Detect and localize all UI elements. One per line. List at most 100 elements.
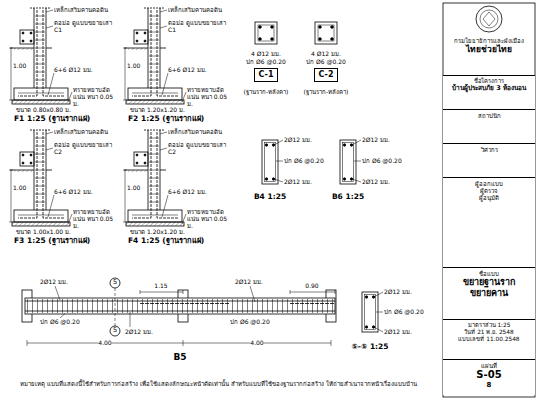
node-text: แผ่นที่ <box>446 362 532 369</box>
title-block-cell: สถาปนิก <box>443 109 535 143</box>
beam-b5-elevation-stroke <box>25 311 335 312</box>
drawing-label: ⑤-⑤ 1:25 <box>351 342 388 351</box>
column-sections-stroke <box>315 22 337 44</box>
drawing-label: F2 1:25 (ฐานรากแผ่) <box>128 114 204 123</box>
column-sections-stroke <box>258 25 274 41</box>
sheet-note: หมายเหตุ แบบที่แสดงนี้ใช้สำหรับการก่อสร้… <box>20 380 435 387</box>
node-text: วิศวกร <box>446 146 532 153</box>
node-text: S-05 <box>446 369 532 381</box>
drawing-label: 2Ø12 มม. <box>384 288 412 295</box>
drawing-label: ตอม่อ ดูแบบขยายเสา C1 <box>54 19 112 33</box>
drawing-label: ตอม่อ ดูแบบขยายเสา C1 <box>168 19 226 33</box>
column-sections-stroke <box>255 22 277 44</box>
title-block-cell: ชื่อแบบขยายฐานรากขยายคาน <box>443 267 535 319</box>
title-block-cell: มาตราส่วน 1:25วันที่ 21 พ.ย. 2548แบบเลขท… <box>443 319 535 359</box>
drawing-label: F1 1:25 (ฐานรากแผ่) <box>14 114 90 123</box>
drawing-label: 4.00 <box>250 339 263 346</box>
drawing-label: 0.90 <box>305 282 318 289</box>
drawing-label: B4 1:25 <box>254 192 286 201</box>
drawing-label: ทรายหยาบอัดแน่น หนา 0.05 ม. <box>187 86 231 108</box>
column-sections-stroke <box>318 25 334 41</box>
drawing-label: ปก Ø6 @0.20 <box>362 157 402 164</box>
drawing-label: ปก Ø6 @0.20 <box>384 308 424 315</box>
drawing-label: ปก Ø6 @0.20 <box>40 318 80 325</box>
drawing-label: 1.00 <box>127 184 140 191</box>
section-5-5-stroke <box>365 326 367 328</box>
section-5-5 <box>362 292 383 332</box>
node-text: ชื่อแบบ <box>446 270 532 277</box>
drawing-label: 4 Ø12 มม. <box>251 50 281 57</box>
section-5-5-stroke <box>365 295 376 330</box>
beam-sections-stroke <box>262 140 278 184</box>
column-sections-stroke <box>259 26 262 29</box>
beam-b5-elevation-stroke <box>140 290 335 294</box>
drawing-label: ทรายหยาบอัดแน่น หนา 0.05 ม. <box>73 86 117 108</box>
drawing-label: ทรายหยาบอัดแน่น หนา 0.05 ม. <box>73 208 117 230</box>
beam-sections-stroke <box>343 144 345 146</box>
drawing-label: เหล็กเสริมคานคอดิน <box>168 128 228 135</box>
beam-sections-stroke <box>265 178 267 180</box>
title-block-frame-stroke <box>443 3 535 397</box>
beam-b5-elevation-stroke <box>110 326 120 336</box>
beam-sections-stroke <box>265 143 276 182</box>
node-text: ขยายฐานราก <box>446 277 532 288</box>
node-text: C-2 <box>319 70 334 80</box>
drawing-label: 2Ø12 มม. <box>362 136 390 143</box>
drawing-label: 6+6 Ø12 มม. <box>54 66 112 73</box>
drawing-label: ตอม่อ ดูแบบขยายเสา C2 <box>168 141 226 155</box>
beam-sections-stroke <box>352 140 361 182</box>
column-sections-stroke <box>319 26 322 29</box>
beam-b5-elevation <box>22 278 336 346</box>
section-5-5-stroke <box>365 296 367 298</box>
drawing-label: 2Ø12 มม. <box>284 136 312 143</box>
drawing-label: 4 Ø12 มม. <box>311 50 341 57</box>
drawing-label: ปก Ø6 @0.20 <box>246 58 286 65</box>
node-text: ผู้ตรวจ <box>446 187 532 194</box>
title-block-frame-stroke <box>476 6 502 32</box>
drawing-label: (ฐานราก-หลังคา) <box>244 88 289 95</box>
column-sections-stroke <box>331 26 334 29</box>
title-block-cell: วิศวกร <box>443 143 535 177</box>
drawing-label: 1.15 <box>154 282 167 289</box>
title-block-frame <box>443 3 535 397</box>
column-tag: C-2 <box>314 68 339 82</box>
drawing-label: 2Ø12 มม. <box>235 278 263 285</box>
node-text: ผู้อนุมัติ <box>446 194 532 201</box>
drawing-label: B5 <box>173 352 186 363</box>
drawing-label: 2Ø12 มม. <box>384 328 412 335</box>
drawing-label: 5 <box>113 279 117 287</box>
drawing-label: F4 1:25 (ฐานรากแผ่) <box>128 236 204 245</box>
column-sections-stroke <box>319 38 322 41</box>
drawing-label: 2Ø12 มม. <box>40 278 68 285</box>
beam-sections-stroke <box>265 144 267 146</box>
title-block-cell: ผู้ออกแบบผู้ตรวจผู้อนุมัติ <box>443 177 535 267</box>
drawing-label: ขนาด 1.00x1.00 ม. <box>16 228 74 235</box>
node-text: ผู้ออกแบบ <box>446 180 532 187</box>
column-sections-stroke <box>331 38 334 41</box>
drawing-label: (ฐานราก-หลังคา) <box>304 88 349 95</box>
column-sections-stroke <box>259 38 262 41</box>
drawing-label: ตอม่อ ดูแบบขยายเสา C2 <box>54 141 112 155</box>
beam-sections-stroke <box>274 140 283 182</box>
column-sections-stroke <box>271 26 274 29</box>
title-block-cell: กรมโยธาธิการและผังเมืองไทยช่วยไทย <box>443 3 535 75</box>
drawing-label: ทรายหยาบอัดแน่น หนา 0.05 ม. <box>187 208 231 230</box>
beam-sections-stroke <box>340 140 356 184</box>
beam-b5-elevation-stroke <box>110 278 120 288</box>
drawing-label: ขนาด 1.20x1.20 ม. <box>130 228 188 235</box>
drawing-label: เหล็กเสริมคานคอดิน <box>54 6 114 13</box>
drawing-label: 1.00 <box>13 62 26 69</box>
node-text: ขยายคาน <box>446 288 532 299</box>
title-block-cell: แผ่นที่S-058 <box>443 359 535 395</box>
node-text: ไทยช่วยไทย <box>446 44 532 54</box>
node-text: 8 <box>446 381 532 389</box>
beam-b5-elevation-stroke <box>115 288 116 326</box>
section-5-5-stroke <box>362 292 378 332</box>
drawing-label: 6+6 Ø12 มม. <box>168 66 226 73</box>
drawing-label: 6+6 Ø12 มม. <box>168 188 226 195</box>
drawing-label: 2Ø12 มม. <box>362 178 390 185</box>
beam-b5-elevation-stroke <box>25 298 335 314</box>
beam-b5-elevation-stroke <box>290 303 335 304</box>
beam-sections-stroke <box>343 178 345 180</box>
node-text: ชื่อโครงการ <box>446 78 532 85</box>
